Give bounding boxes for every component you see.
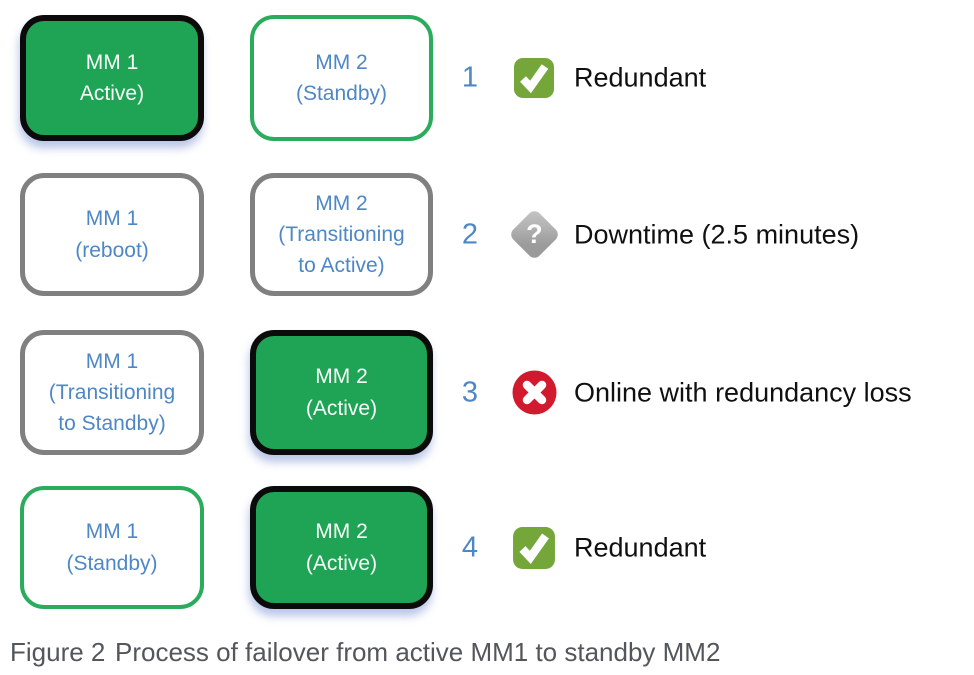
failover-row-3: MM 1 (Transitioning to Standby) MM 2 (Ac… [0, 330, 974, 455]
step-number: 1 [461, 61, 479, 94]
mm1-state-box: MM 1 Active) [20, 15, 204, 141]
failover-row-4: MM 1 (Standby) MM 2 (Active) 4 Redundant [0, 486, 974, 609]
check-square-icon [507, 51, 561, 105]
mm1-state-box: MM 1 (Transitioning to Standby) [20, 330, 204, 455]
step-number: 2 [461, 218, 479, 250]
figure-caption-text: Process of failover from active MM1 to s… [115, 637, 721, 667]
status-label: Redundant [574, 62, 707, 93]
mm1-state-box: MM 1 (Standby) [20, 486, 204, 609]
step-number: 3 [461, 376, 479, 408]
status-label: Downtime (2.5 minutes) [574, 219, 860, 249]
question-diamond-icon: ? [507, 208, 561, 262]
step-number: 4 [461, 531, 479, 563]
mm2-state-box: MM 2 (Active) [250, 486, 433, 609]
figure-caption-tag: Figure 2 [10, 637, 106, 667]
mm2-state-box: MM 2 (Standby) [250, 15, 433, 141]
error-circle-icon [507, 366, 561, 420]
status-label: Redundant [574, 532, 707, 562]
failover-row-1: MM 1 Active) MM 2 (Standby) 1 Redundant [0, 15, 974, 141]
check-square-icon [507, 521, 561, 575]
mm2-state-box: MM 2 (Transitioning to Active) [250, 173, 433, 296]
failover-row-2: MM 1 (reboot) MM 2 (Transitioning to Act… [0, 173, 974, 296]
mm1-state-box: MM 1 (reboot) [20, 173, 204, 296]
status-label: Online with redundancy loss [574, 377, 912, 407]
mm2-state-box: MM 2 (Active) [250, 330, 433, 455]
